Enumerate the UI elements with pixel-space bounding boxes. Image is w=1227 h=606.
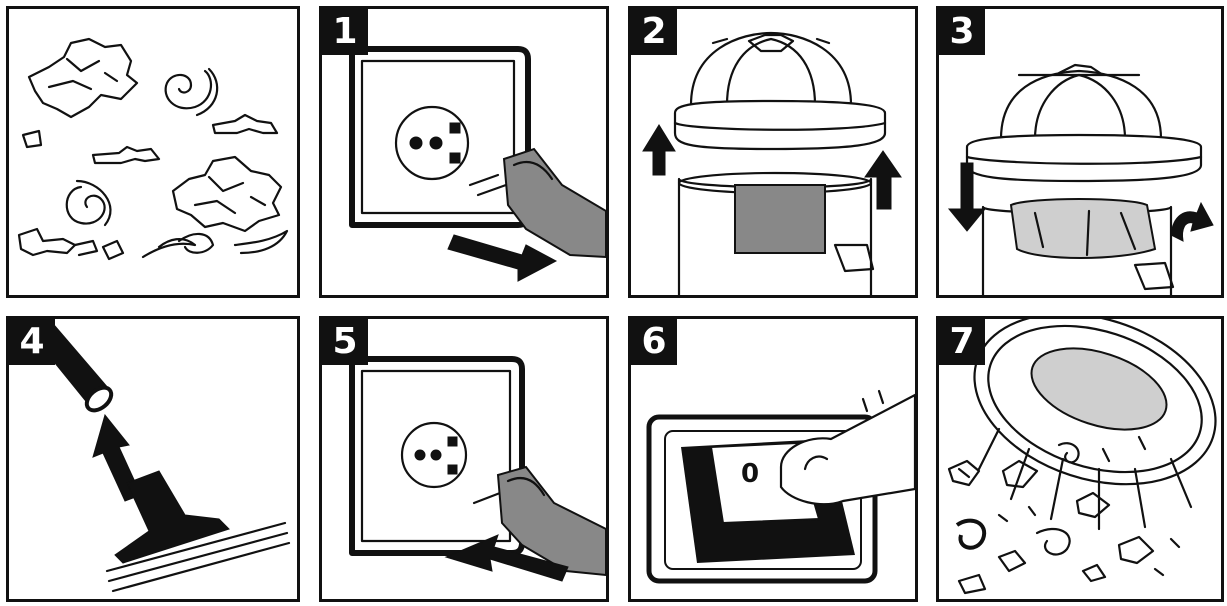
switch-symbol: 0: [741, 459, 759, 489]
finger-icon: [781, 395, 915, 504]
step-number: 4: [9, 319, 55, 365]
step-number: 2: [631, 9, 677, 55]
panel-step-5-plug-in: 5: [319, 316, 609, 602]
panel-step-3-remove-bag: 3: [936, 6, 1224, 298]
panel-step-6-switch-on: 6 0: [628, 316, 918, 602]
step-number: 5: [322, 319, 368, 365]
arrow-out-icon: [448, 235, 556, 281]
panel-step-2-lift-head: 2: [628, 6, 918, 298]
motor-head: [691, 33, 851, 105]
panel-step-1-unplug: 1: [319, 6, 609, 298]
plug-icon: [504, 149, 606, 257]
debris-illustration: [9, 9, 297, 295]
step-number: 3: [939, 9, 985, 55]
tank-interior: [1021, 333, 1176, 445]
panel-step-7-empty-tank: 7: [936, 316, 1224, 602]
arrow-curve-icon: [1171, 203, 1213, 241]
panel-step-4-attach-hose: 4: [6, 316, 300, 602]
floor-nozzle-icon: [115, 471, 229, 563]
filter-bag: [1011, 199, 1155, 258]
step-number: 6: [631, 319, 677, 365]
arrow-up-left-icon: [643, 125, 675, 175]
step-number: 7: [939, 319, 985, 365]
step-number: 1: [322, 9, 368, 55]
panel-debris: [6, 6, 300, 298]
